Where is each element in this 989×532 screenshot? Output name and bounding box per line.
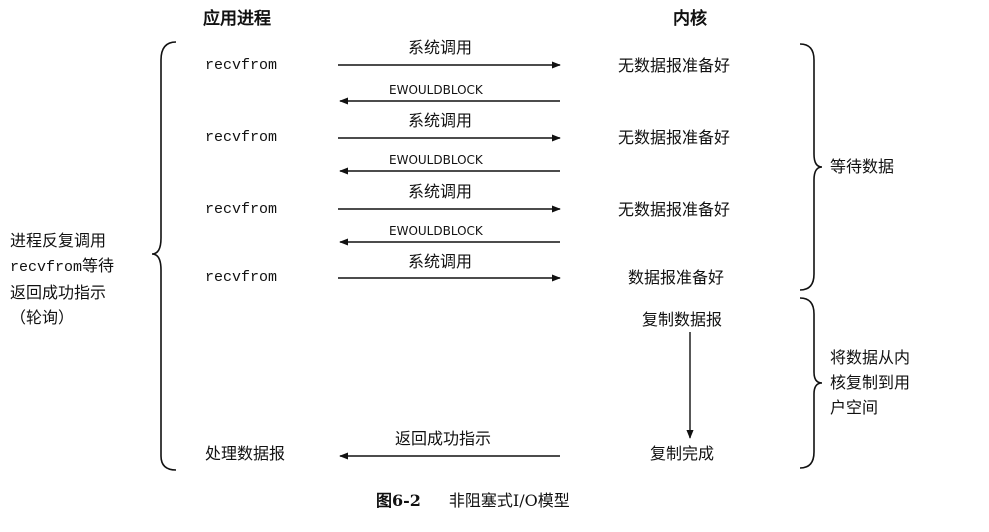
figure-number: 图6-2	[376, 491, 421, 510]
recvfrom-call-1: recvfrom	[205, 57, 278, 74]
left-note-recvfrom: recvfrom	[10, 259, 83, 276]
right-brace-copy	[799, 297, 823, 469]
left-note-line-2: recvfrom等待	[10, 253, 114, 280]
left-note: 进程反复调用 recvfrom等待 返回成功指示 （轮询）	[10, 228, 114, 330]
left-note-wait: 等待	[82, 256, 115, 275]
copy-note-line-1: 将数据从内	[830, 348, 911, 367]
recvfrom-call-2: recvfrom	[205, 129, 278, 146]
process-datagram-label: 处理数据报	[205, 444, 286, 463]
kernel-state-2: 无数据报准备好	[618, 128, 731, 147]
kernel-state-1: 无数据报准备好	[618, 56, 731, 75]
copy-data-note: 将数据从内 核复制到用 户空间	[830, 345, 910, 420]
left-note-line-4: （轮询）	[10, 308, 75, 327]
copy-complete-label: 复制完成	[650, 444, 715, 463]
figure-caption: 图6-2 非阻塞式I/O模型	[376, 493, 570, 509]
figure-title: 非阻塞式I/O模型	[448, 491, 570, 510]
return-success-label: 返回成功指示	[395, 429, 492, 448]
app-process-header: 应用进程	[203, 9, 271, 29]
syscall-label-2: 系统调用	[408, 111, 473, 130]
recvfrom-call-3: recvfrom	[205, 201, 278, 218]
left-note-line-1: 进程反复调用	[10, 231, 107, 250]
syscall-label-1: 系统调用	[408, 38, 473, 57]
kernel-header: 内核	[673, 9, 707, 29]
syscall-label-3: 系统调用	[408, 182, 473, 201]
wait-data-note: 等待数据	[830, 157, 895, 176]
kernel-state-3: 无数据报准备好	[618, 200, 731, 219]
left-brace	[151, 41, 177, 471]
ewouldblock-label-1: EWOULDBLOCK	[389, 83, 483, 97]
syscall-label-4: 系统调用	[408, 252, 473, 271]
ewouldblock-label-2: EWOULDBLOCK	[389, 153, 483, 167]
copy-datagram-label: 复制数据报	[642, 310, 723, 329]
right-brace-wait	[799, 43, 823, 291]
left-note-line-3: 返回成功指示	[10, 283, 107, 302]
recvfrom-call-4: recvfrom	[205, 269, 278, 286]
ewouldblock-label-3: EWOULDBLOCK	[389, 224, 483, 238]
copy-note-line-3: 户空间	[830, 398, 879, 417]
copy-note-line-2: 核复制到用	[830, 373, 911, 392]
kernel-state-4: 数据报准备好	[628, 268, 725, 287]
